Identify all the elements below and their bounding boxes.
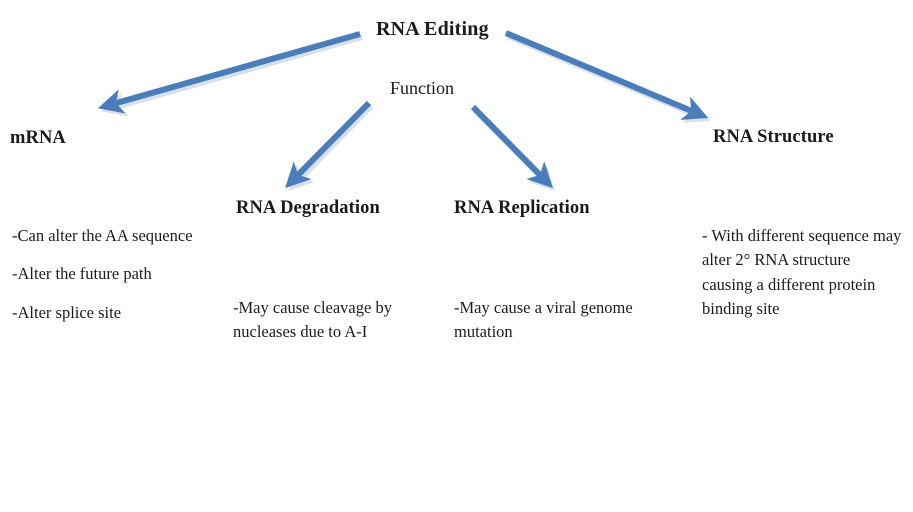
arrow-to-mrna-shadow: [100, 34, 363, 117]
arrow-strokes: [97, 30, 709, 189]
arrow-to-mrna: [97, 31, 361, 114]
branch-heading-mrna: mRNA: [10, 128, 66, 148]
note-item: -May cause cleavage by nucleases due to …: [233, 298, 392, 342]
note-item: -Alter the future path: [12, 264, 152, 284]
branch-notes-mrna: -Can alter the AA sequence -Alter the fu…: [12, 224, 217, 337]
branch-heading-rna-degradation: RNA Degradation: [236, 198, 380, 218]
arrow-to-rna-replication: [470, 104, 553, 189]
branch-notes-rna-degradation: -May cause cleavage by nucleases due to …: [233, 296, 431, 345]
arrow-to-rna-degradation: [285, 100, 372, 189]
diagram-title: RNA Editing: [376, 18, 489, 40]
note-item: -Alter splice site: [12, 302, 122, 322]
note-item: -Can alter the AA sequence: [12, 226, 193, 245]
note-item: - With different sequence may alter 2° R…: [702, 226, 902, 319]
arrow-to-rna-degradation-shadow: [288, 103, 374, 192]
branch-notes-rna-structure: - With different sequence may alter 2° R…: [702, 224, 902, 322]
branch-heading-rna-replication: RNA Replication: [454, 198, 590, 218]
arrow-shadows: [100, 33, 711, 192]
arrow-to-rna-replication-shadow: [472, 107, 555, 192]
note-item: -May cause a viral genome mutation: [454, 298, 633, 342]
arrow-to-rna-structure-shadow: [506, 33, 711, 123]
function-label: Function: [390, 78, 455, 98]
branch-heading-rna-structure: RNA Structure: [713, 127, 834, 147]
branch-notes-rna-replication: -May cause a viral genome mutation: [454, 296, 634, 345]
arrow-to-rna-structure: [504, 30, 709, 120]
